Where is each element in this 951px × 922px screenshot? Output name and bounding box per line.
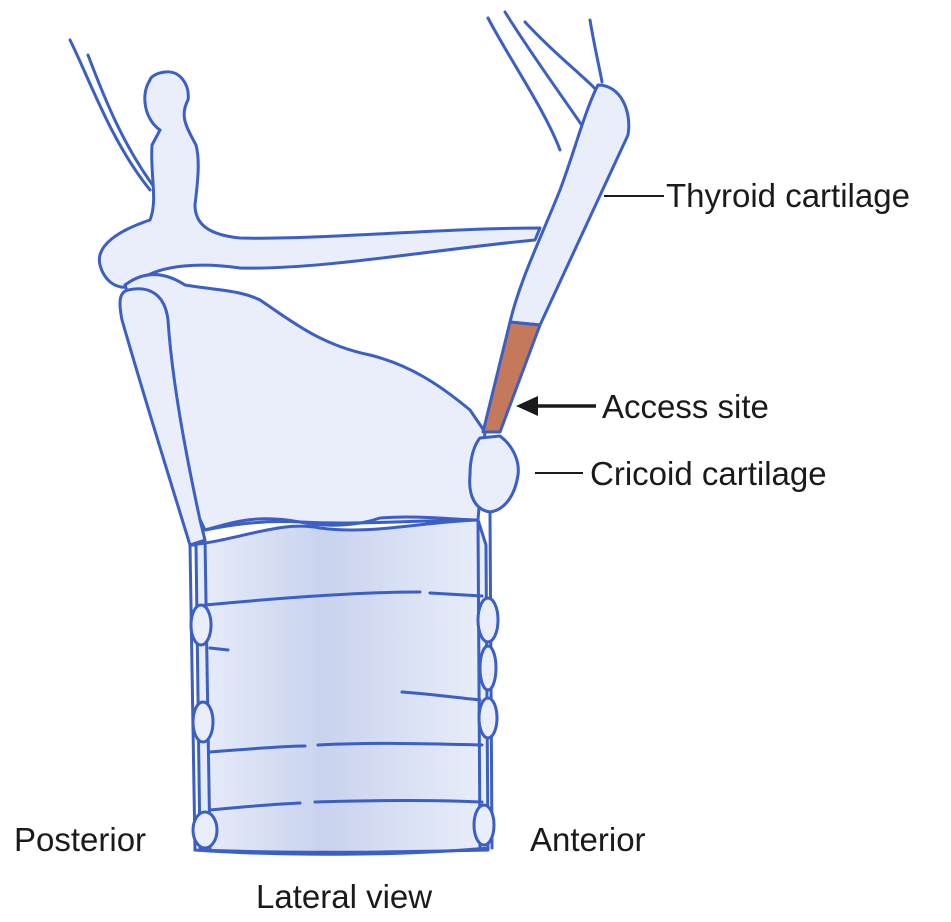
cricoid-cartilage [470, 436, 519, 512]
access-site-label: Access site [602, 388, 769, 425]
view-caption: Lateral view [256, 878, 432, 915]
access-site-arrow [516, 396, 596, 416]
posterior-label: Posterior [14, 821, 146, 858]
superior-horn [99, 72, 540, 287]
thyroid-cartilage-bar [510, 85, 629, 325]
access-site-membrane [483, 322, 540, 432]
cricoid-cartilage-label: Cricoid cartilage [590, 455, 827, 492]
anterior-label: Anterior [530, 821, 646, 858]
trachea-posterior-line-1 [190, 545, 195, 850]
thyroid-cartilage-label: Thyroid cartilage [666, 177, 910, 214]
